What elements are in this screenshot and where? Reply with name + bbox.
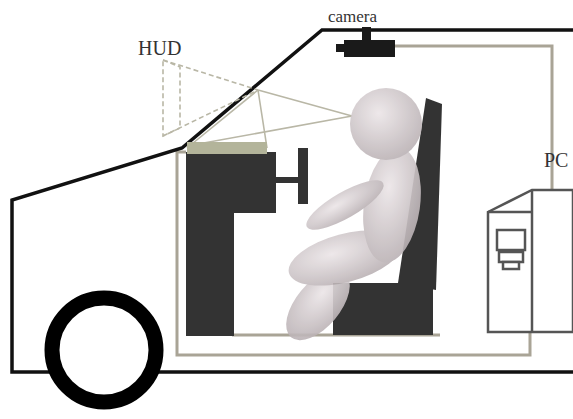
dashboard	[186, 152, 276, 336]
wheel	[52, 298, 156, 402]
hud-projection	[163, 60, 352, 148]
hud-label: HUD	[138, 38, 181, 58]
camera-device	[336, 27, 395, 57]
pc-label: PC	[544, 150, 568, 170]
steering-column	[276, 177, 300, 183]
steering-wheel	[298, 148, 308, 204]
driver	[274, 88, 428, 351]
camera-label: camera	[328, 8, 377, 25]
hud-unit	[187, 142, 267, 154]
pc-tower	[488, 190, 573, 332]
